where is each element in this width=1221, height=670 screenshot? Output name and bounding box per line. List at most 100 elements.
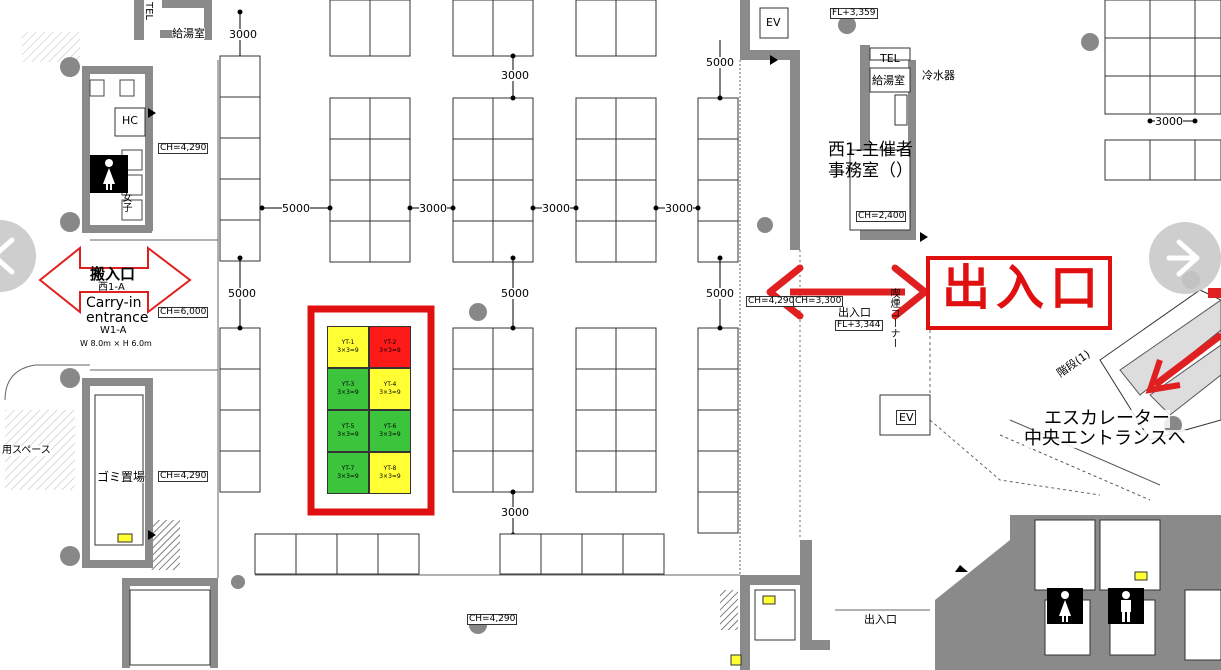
entrance-big-label: 出入口 — [942, 260, 1105, 316]
booth-stall — [615, 97, 657, 140]
marker — [762, 595, 776, 605]
booth-id: YT-6 — [383, 423, 397, 430]
booth-size: 3×3=9 — [337, 388, 359, 396]
booth-stall — [697, 97, 739, 140]
booth-stall — [329, 220, 371, 263]
carry-in-label: entrance — [86, 310, 149, 326]
room-label: TEL — [880, 52, 900, 65]
restroom-figures — [103, 159, 1131, 622]
booth-stall — [697, 409, 739, 452]
booth-size: 3×3=9 — [379, 430, 401, 438]
booth-stall — [575, 179, 617, 222]
dim-label: 3000 — [501, 69, 529, 82]
booth-size: 3×3=9 — [337, 346, 359, 354]
booth-stall — [492, 97, 534, 140]
dim-label: 5000 — [706, 56, 734, 69]
booth-stall — [697, 491, 739, 534]
booth-size: 3×3=9 — [379, 472, 401, 480]
ceiling-label: CH=4,290 — [746, 296, 797, 307]
booth-stall — [615, 138, 657, 181]
booth-stall — [369, 138, 411, 181]
ceiling-label: CH=2,400 — [856, 211, 907, 222]
dim-label: 3000 — [665, 202, 693, 215]
booth-stall — [615, 220, 657, 263]
booth-stall — [492, 450, 534, 493]
booth-stall — [452, 327, 494, 370]
booth-stall — [452, 97, 494, 140]
booth-stall — [452, 409, 494, 452]
booth-stall — [219, 55, 261, 98]
booth-row-bottom — [254, 533, 665, 575]
room-label: EV — [896, 410, 917, 425]
escalator-label: 中央エントランスへ — [1024, 428, 1186, 449]
host-office-label: 西1-主催者 — [828, 140, 913, 160]
marker — [117, 533, 133, 543]
direction-markers — [148, 55, 968, 572]
booth-stall — [492, 368, 534, 411]
booth-stall — [575, 327, 617, 370]
hatched-area — [150, 520, 180, 570]
left-wall-block — [82, 0, 218, 668]
dim-label: 5000 — [228, 287, 256, 300]
room-label: 女子 — [120, 192, 131, 212]
room-label: 出入口 — [864, 613, 897, 626]
dim-label: 3000 — [419, 202, 447, 215]
host-office-label: 事務室（） — [828, 161, 913, 181]
booth-stall — [369, 97, 411, 140]
booth-stall — [452, 368, 494, 411]
booth-stall — [492, 138, 534, 181]
booth-stall — [219, 368, 261, 411]
booth-grid-top — [329, 0, 657, 57]
booth-stall — [697, 450, 739, 493]
room-label: 冷水器 — [922, 69, 955, 82]
carry-in-label: W 8.0m × H 6.0m — [80, 339, 152, 348]
booth-stall — [492, 220, 534, 263]
escalator-arrow — [1145, 288, 1221, 394]
dim-label: 5000 — [706, 287, 734, 300]
thin-lines — [4, 60, 1101, 611]
dim-label: 5000 — [282, 202, 310, 215]
booth-stall — [615, 327, 657, 370]
booth-size: 3×3=9 — [379, 388, 401, 396]
next-button[interactable] — [1149, 222, 1221, 294]
escalator-label: エスカレーター — [1044, 408, 1170, 429]
dimension-lines — [237, 9, 1198, 538]
booth-id: YT-8 — [383, 465, 397, 472]
center-right-wall-block — [740, 0, 916, 670]
carry-in-arrow — [38, 245, 192, 315]
room-label: 喫煙コーナー — [888, 288, 899, 348]
prev-button[interactable] — [0, 220, 36, 292]
room-label: ゴミ置場 — [97, 470, 146, 484]
booth-stall — [452, 450, 494, 493]
booth-id: YT-5 — [341, 423, 355, 430]
room-label: HC — [122, 114, 138, 127]
booth-stall — [615, 368, 657, 411]
booth-stall — [575, 409, 617, 452]
booth-size: 3×3=9 — [337, 472, 359, 480]
booth-id: YT-7 — [341, 465, 355, 472]
carry-in-label: Carry-in — [86, 295, 142, 311]
restroom-room — [1099, 519, 1161, 591]
booth-stall — [452, 220, 494, 263]
booth-stall — [219, 409, 261, 452]
carry-in-label: 西1-A — [98, 282, 125, 293]
booth-stall — [615, 179, 657, 222]
ceiling-label: CH=4,290 — [158, 143, 209, 154]
chevron-left-icon — [0, 237, 15, 275]
booth-stall — [329, 179, 371, 222]
carry-in-label: W1-A — [100, 325, 127, 336]
booth-stall — [219, 327, 261, 370]
booth-stall — [219, 137, 261, 180]
carry-in-label: 搬入口 — [90, 265, 136, 283]
ceiling-label: CH=4,290 — [158, 471, 209, 482]
hatched-area — [22, 32, 80, 62]
